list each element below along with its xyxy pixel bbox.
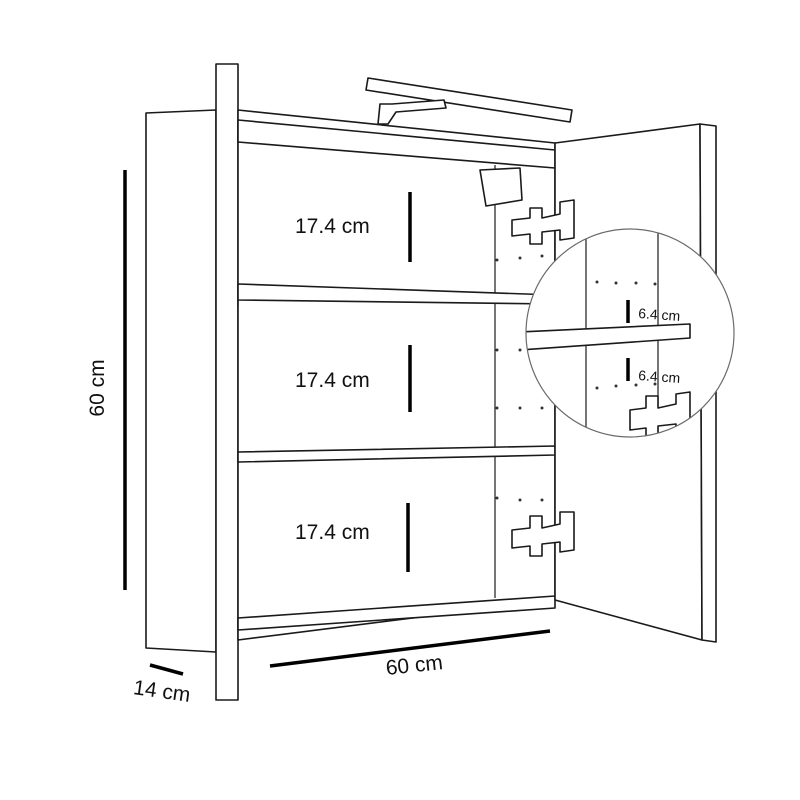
cabinet-body <box>145 63 556 701</box>
shelf-gap-2-label: 17.4 cm <box>295 369 370 392</box>
depth-dimension-line <box>149 663 184 676</box>
lamp-arm <box>377 99 447 125</box>
hinge-lower <box>511 511 575 557</box>
cabinet-bottom-panel <box>237 595 556 631</box>
dimension-lines <box>123 170 630 676</box>
width-dimension-line <box>269 629 551 668</box>
shelf-gap-1-label: 17.4 cm <box>295 215 370 238</box>
detail-lower-label: 6.4 cm <box>638 367 681 386</box>
detail-upper-label: 6.4 cm <box>638 305 681 324</box>
depth-label: 14 cm <box>132 676 192 707</box>
detail-circle-outline <box>525 228 735 438</box>
hinge-upper <box>511 199 575 245</box>
cabinet-front-edge <box>215 63 239 701</box>
detail-shelf <box>526 323 691 351</box>
shelf-gap-3-label: 17.4 cm <box>295 521 370 544</box>
cabinet-side-panel <box>145 109 217 653</box>
shelves <box>237 283 556 463</box>
led-lamp <box>365 77 573 207</box>
lamp-bar <box>365 77 573 123</box>
width-label: 60 cm <box>385 651 444 680</box>
dimension-labels: 60 cm 60 cm 14 cm 17.4 cm 17.4 cm 17.4 c… <box>86 215 681 707</box>
height-label: 60 cm <box>86 359 109 416</box>
lamp-socket <box>479 167 523 207</box>
